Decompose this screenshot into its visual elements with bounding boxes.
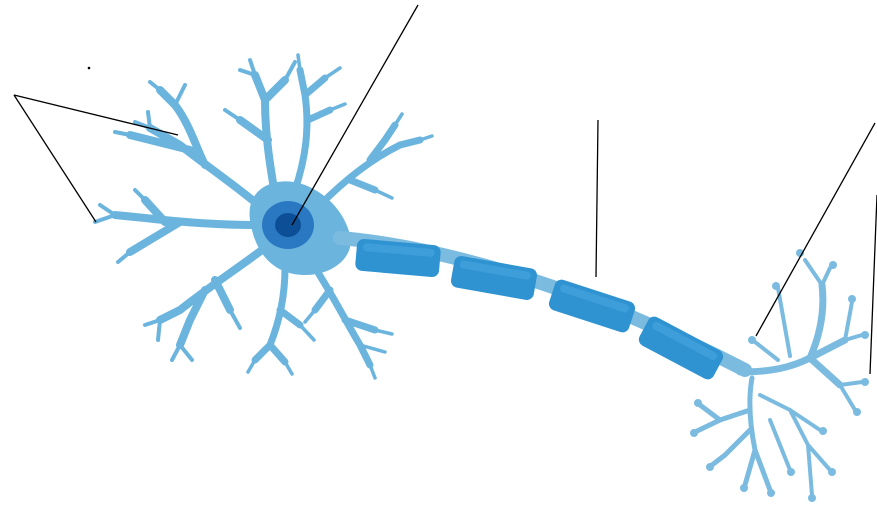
terminal-bulb-icon	[690, 429, 698, 437]
terminal-bulb-icon	[819, 427, 827, 435]
terminal-bulb-icon	[767, 489, 775, 497]
terminal-bulb-icon	[706, 463, 714, 471]
myelin-segment-icon	[355, 238, 441, 277]
leader-line-dendrites-b	[14, 95, 96, 222]
leader-line-terminal-b	[870, 195, 877, 374]
leader-line-myelin	[596, 120, 598, 277]
myelin-segment-icon	[450, 255, 538, 301]
terminal-bulb-icon	[829, 261, 837, 269]
terminal-bulb-icon	[828, 468, 836, 476]
terminal-bulb-icon	[853, 408, 861, 416]
myelin-segment-icon	[547, 278, 637, 334]
terminal-bulb-icon	[861, 331, 869, 339]
leader-line-terminal	[756, 123, 875, 336]
nucleus	[262, 201, 314, 249]
terminal-bulb-icon	[787, 468, 795, 476]
terminal-bulb-icon	[848, 295, 856, 303]
terminal-bulb-icon	[772, 282, 780, 290]
leader-line-dendrites-a	[14, 95, 178, 135]
terminal-bulb-icon	[694, 399, 702, 407]
myelin-sheath	[355, 238, 726, 381]
terminal-bulb-icon	[861, 378, 869, 386]
leader-lines	[14, 5, 877, 374]
stray-dot	[88, 67, 91, 70]
myelin-segment-icon	[636, 314, 725, 382]
terminal-bulb-icon	[808, 494, 816, 502]
terminal-bulb-icon	[748, 336, 756, 344]
terminal-bulb-icon	[740, 484, 748, 492]
